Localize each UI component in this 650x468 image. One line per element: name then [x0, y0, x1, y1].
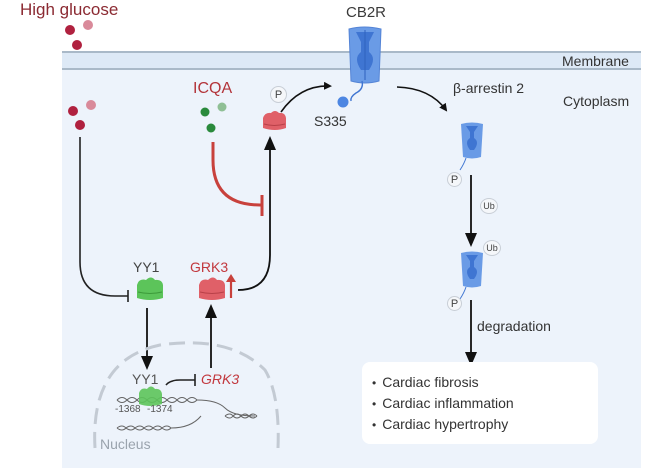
nucleus-envelope — [93, 341, 280, 449]
outcomes-box: Cardiac fibrosis Cardiac inflammation Ca… — [362, 362, 598, 444]
icqa-molecule — [200, 107, 210, 117]
degradation-label: degradation — [477, 318, 551, 334]
grk3-gene-label: GRK3 — [201, 371, 240, 387]
promoter-position-2: -1374 — [147, 404, 173, 415]
yy1-protein-icon — [137, 277, 163, 300]
glucose-molecules-outside — [65, 20, 93, 50]
yy1-label: YY1 — [133, 259, 160, 275]
glucose-molecule — [68, 106, 78, 116]
outcome-item: Cardiac hypertrophy — [372, 414, 598, 435]
glucose-molecule — [72, 40, 82, 50]
grk3-protein-icon — [199, 277, 225, 300]
yy1-inhibits-grk3-line — [165, 379, 195, 386]
yy1-bound-dna-icon — [139, 386, 162, 406]
glucose-molecule — [86, 100, 96, 110]
glucose-molecules-inside — [68, 100, 96, 130]
ubiquitin-badge: Ub — [483, 240, 501, 256]
nucleus-label: Nucleus — [100, 436, 151, 452]
grk3-label: GRK3 — [190, 259, 229, 275]
icqa-molecule — [217, 102, 227, 112]
outcome-item: Cardiac inflammation — [372, 393, 598, 414]
icqa-label: ICQA — [193, 80, 233, 97]
phospho-badge: P — [270, 86, 287, 103]
cb2r-ubiquitinated-icon — [459, 251, 483, 300]
glucose-molecule — [75, 120, 85, 130]
outcomes-list: Cardiac fibrosis Cardiac inflammation Ca… — [362, 362, 598, 435]
grk3-phosphorylated-protein-icon — [263, 111, 286, 130]
high-glucose-label: High glucose — [20, 0, 119, 19]
cb2r-label: CB2R — [346, 4, 387, 21]
phospho-badge: P — [447, 296, 462, 311]
icqa-molecules — [200, 102, 227, 133]
cb2r-internalized-icon — [459, 122, 483, 171]
cb2r-receptor-icon — [337, 26, 382, 108]
membrane-label: Membrane — [562, 53, 629, 69]
grk3-activation-arrow — [237, 136, 276, 291]
s335-label: S335 — [314, 113, 347, 129]
icqa-inhibit-line — [211, 142, 262, 207]
cytoplasm-label: Cytoplasm — [563, 93, 630, 109]
glucose-molecule — [83, 20, 93, 30]
icqa-molecule — [206, 123, 216, 133]
outcome-item: Cardiac fibrosis — [372, 372, 598, 393]
phospho-badge: P — [447, 172, 462, 187]
yy1-nucleus-label: YY1 — [132, 371, 159, 387]
ubiquitin-badge: Ub — [480, 198, 498, 214]
beta-arrestin-label: β-arrestin 2 — [453, 80, 525, 96]
arrestin-recruitment-arrow — [396, 86, 448, 112]
promoter-position-1: -1368 — [115, 404, 141, 415]
glucose-inhibits-yy1-line — [79, 137, 128, 297]
phosphorylation-arrow — [280, 81, 332, 113]
glucose-molecule — [65, 25, 75, 35]
